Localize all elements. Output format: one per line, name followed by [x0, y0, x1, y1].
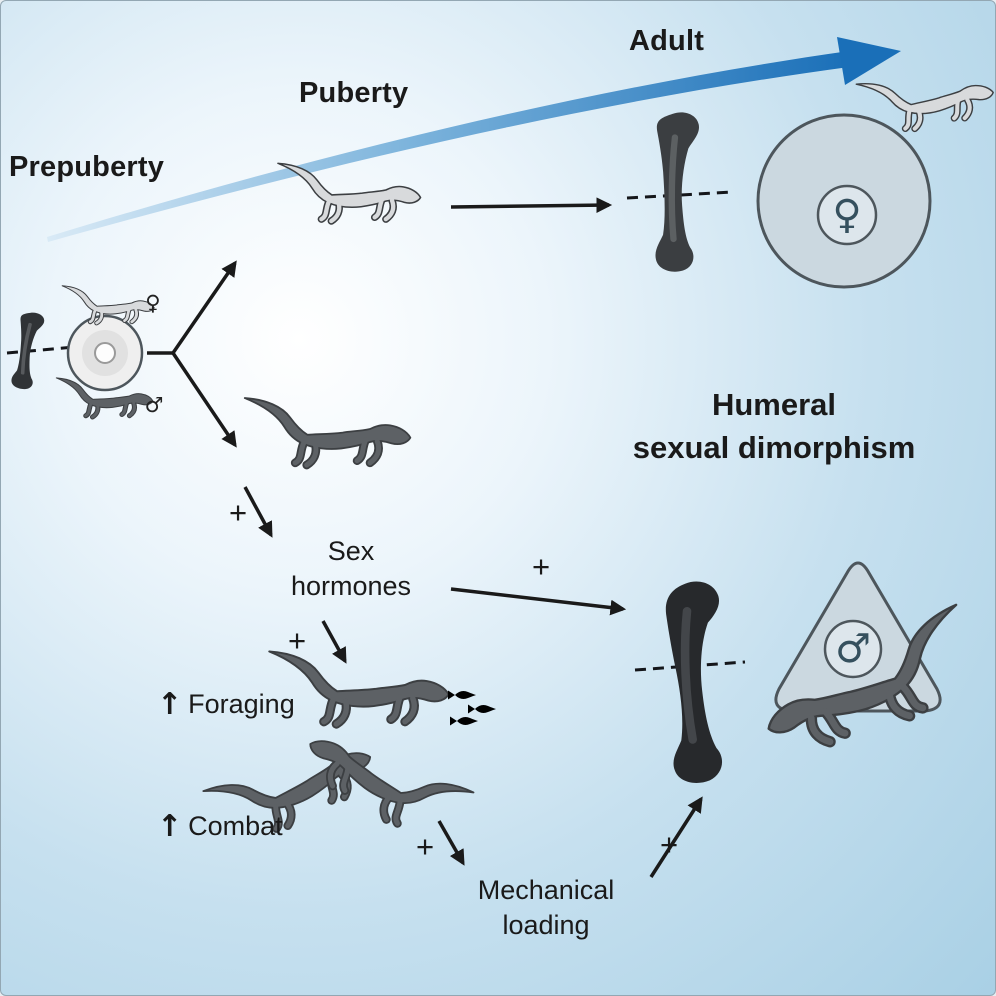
puberty-label: Puberty: [299, 77, 409, 109]
combat-label: ↑ Combat: [157, 809, 283, 844]
adult-label: Adult: [629, 25, 705, 57]
timeline-arrow: [47, 37, 901, 242]
sex-hormones-label: Sex hormones: [290, 536, 412, 602]
fish-school: [448, 690, 496, 726]
plus-sex-hormones: +: [228, 495, 248, 530]
plus-hormones-behavior: +: [287, 623, 307, 658]
adult-female-humerus: [652, 111, 700, 272]
mechanical-loading-label: Mechanical loading: [477, 875, 615, 941]
fork-arrows: [147, 260, 237, 448]
plus-loading-bone: +: [659, 827, 679, 862]
hormones-to-bone-arrow: [450, 587, 627, 616]
prepuberty-label: Prepuberty: [9, 151, 165, 183]
male-symbol-small: ♂: [144, 393, 164, 417]
male-symbol-section: ♂: [835, 626, 871, 672]
prepuberty-cross-section: [66, 314, 144, 392]
female-symbol-section: ♀: [832, 192, 862, 238]
increase-icon: ↑: [157, 687, 183, 722]
pubertal-female-lizard: [278, 163, 421, 221]
behavior-to-loading-arrow: [437, 820, 465, 866]
figure-title-line2: sexual dimorphism: [632, 430, 916, 466]
loading-to-bone-arrow: [649, 796, 703, 878]
female-cross-section: [756, 113, 932, 289]
hormones-to-behavior-arrow: [321, 620, 347, 664]
figure-title: Humeral sexual dimorphism: [551, 383, 995, 470]
figure-title-line1: Humeral: [711, 387, 837, 422]
male-to-hormones-arrow: [243, 486, 273, 538]
foraging-lizard: [269, 651, 448, 724]
plus-hormones-bone: +: [531, 549, 551, 584]
female-symbol-small: ♀: [145, 291, 161, 315]
plus-mechanical-loading: +: [415, 829, 435, 864]
adult-male-humerus: [666, 581, 722, 782]
prepuberty-humerus: [6, 308, 48, 393]
increase-icon: ↑: [157, 809, 183, 844]
pubertal-male-lizard: [245, 398, 411, 465]
prepuberty-section-line: [6, 345, 76, 355]
female-to-bone-arrow: [450, 197, 613, 214]
foraging-label: ↑ Foraging: [157, 687, 295, 722]
